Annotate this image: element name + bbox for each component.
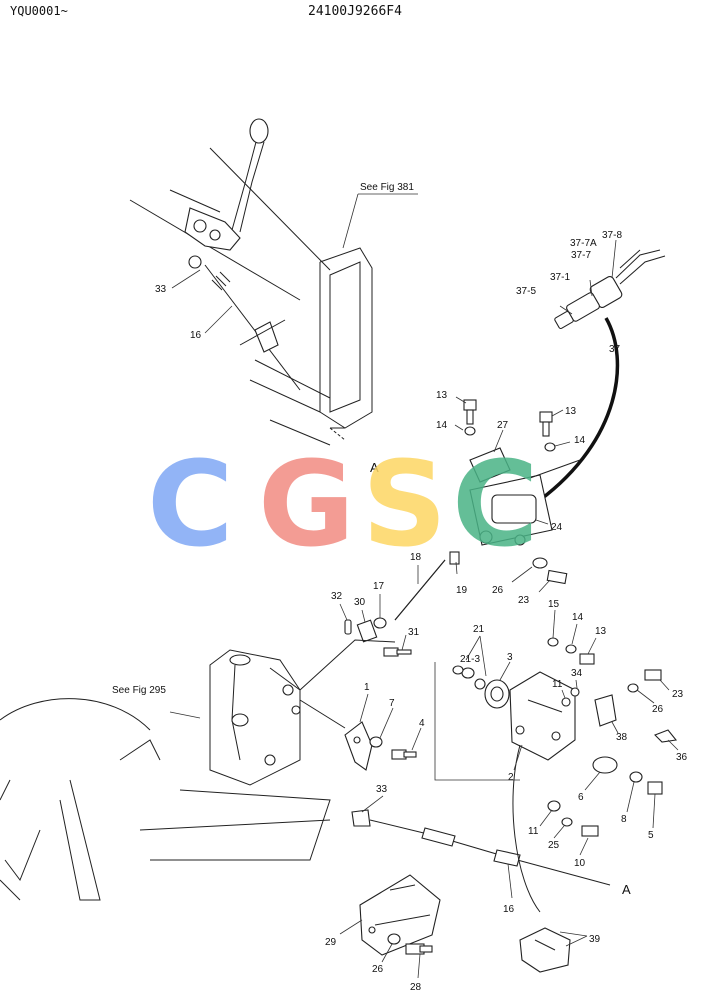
see-fig-381-label: See Fig 381: [360, 182, 414, 193]
callout-labels: 33 16 37-8 37-7A 37-7 37-1 37-5 37 13 14…: [155, 230, 688, 993]
callout-1: 1: [364, 682, 370, 693]
callout-15: 15: [548, 599, 560, 610]
callout-21-3: 21-3: [460, 654, 480, 665]
watermark-letter-c1: C: [147, 435, 234, 573]
callout-30: 30: [354, 597, 366, 608]
callout-11-a: 11: [552, 679, 563, 690]
solenoid-bracket: [469, 447, 581, 546]
callout-39: 39: [589, 934, 601, 945]
stop-solenoid: [554, 249, 666, 330]
callout-29: 29: [325, 937, 337, 948]
callout-7: 7: [389, 698, 395, 709]
callout-25: 25: [548, 840, 560, 851]
watermark-letter-s: S: [362, 435, 447, 573]
callout-23-b: 23: [672, 689, 684, 700]
callout-10: 10: [574, 858, 586, 869]
callout-5: 5: [648, 830, 654, 841]
leader-lines: [171, 239, 679, 979]
console-panel: [129, 147, 373, 446]
engine-block: [139, 639, 396, 861]
cgsc-watermark: C G S C: [147, 435, 539, 573]
callout-36: 36: [676, 752, 688, 763]
callout-28: 28: [410, 982, 422, 993]
governor-bracket: [452, 665, 618, 774]
callout-19: 19: [456, 585, 468, 596]
linkage-parts: [344, 617, 412, 657]
drawing-number: 24100J9266F4: [308, 4, 402, 19]
callout-2: 2: [508, 772, 514, 783]
callout-16-top: 16: [190, 330, 202, 341]
throttle-cable-bottom: [369, 819, 611, 886]
callout-37-8: 37-8: [602, 230, 622, 241]
callout-23-a: 23: [518, 595, 530, 606]
callout-26-c: 26: [372, 964, 384, 975]
callout-18: 18: [410, 552, 422, 563]
callout-21: 21: [473, 624, 485, 635]
watermark-letter-c2: C: [452, 435, 539, 573]
callout-37: 37: [609, 344, 621, 355]
callout-37-7a: 37-7A: [570, 238, 597, 249]
watermark-letter-g: G: [258, 435, 355, 573]
callout-33-bottom: 33: [376, 784, 388, 795]
throttle-lever: [169, 118, 269, 269]
cooling-fan: [0, 698, 161, 901]
callout-11-b: 11: [528, 826, 539, 837]
see-fig-295-label: See Fig 295: [112, 685, 166, 696]
callout-3: 3: [507, 652, 513, 663]
callout-a-top: A: [370, 460, 379, 475]
callout-38: 38: [616, 732, 628, 743]
callout-32: 32: [331, 591, 343, 602]
callout-8: 8: [621, 814, 627, 825]
callout-33-top: 33: [155, 284, 167, 295]
rod-18: [394, 551, 568, 621]
callout-26-a: 26: [492, 585, 504, 596]
callout-a-bottom: A: [622, 882, 631, 897]
callout-37-1: 37-1: [550, 272, 570, 283]
callout-37-7: 37-7: [571, 250, 591, 261]
callout-13-c: 13: [595, 626, 607, 637]
small-hardware-right: [547, 637, 678, 837]
callout-31: 31: [408, 627, 420, 638]
bracket-39: [519, 927, 571, 973]
callout-16-bottom: 16: [503, 904, 515, 915]
catalog-code: YQU0001~: [10, 4, 68, 18]
callout-14-c: 14: [572, 612, 584, 623]
throttle-cable-top: [204, 264, 346, 441]
callout-26-b: 26: [652, 704, 664, 715]
callout-4: 4: [419, 718, 425, 729]
lever-1: [344, 721, 417, 827]
callout-13-b: 13: [565, 406, 577, 417]
callout-13-a: 13: [436, 390, 448, 401]
bracket-29: [359, 874, 441, 956]
callout-24: 24: [551, 522, 563, 533]
callout-37-5: 37-5: [516, 286, 536, 297]
callout-34: 34: [571, 668, 583, 679]
bolts-13-14: [463, 399, 556, 452]
callout-6: 6: [578, 792, 584, 803]
callout-17: 17: [373, 581, 385, 592]
callout-14-b: 14: [574, 435, 586, 446]
callout-14-a: 14: [436, 420, 448, 431]
callout-27: 27: [497, 420, 509, 431]
